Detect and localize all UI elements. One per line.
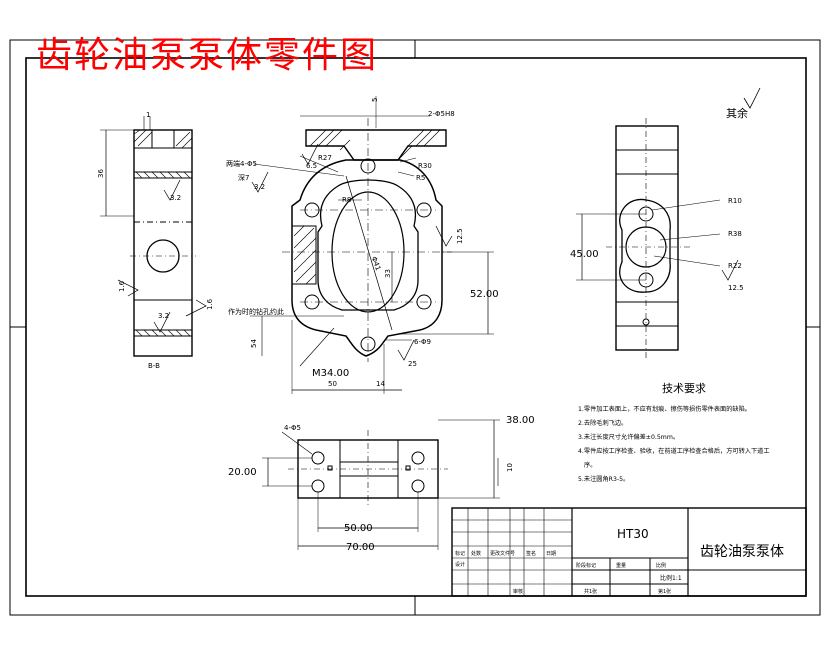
title-block-part-name: 齿轮油泵泵体 bbox=[700, 544, 784, 560]
title-block-cell: 重量 bbox=[616, 562, 626, 569]
front-note-left-1: 两端4-Φ5 bbox=[226, 159, 257, 168]
title-overlay: 齿轮油泵泵体零件图 bbox=[36, 35, 379, 76]
title-block-cell: 共1张 bbox=[584, 588, 597, 595]
front-dim-50: 50 bbox=[328, 380, 337, 388]
bottom-dim-4phi: 4-Φ5 bbox=[284, 424, 301, 432]
right-r10: R10 bbox=[728, 197, 742, 205]
front-dim-top-small: 5 bbox=[371, 98, 379, 102]
title-block-cell: 签名 bbox=[526, 550, 536, 557]
left-dim-height: 36 bbox=[97, 169, 105, 178]
front-phi41: Φ41 bbox=[370, 255, 382, 271]
left-rough-bottom: 3.2 bbox=[158, 312, 169, 320]
roughness-note: 其余 bbox=[726, 106, 748, 120]
right-rough-125: 12.5 bbox=[728, 284, 744, 292]
front-r5: R5 bbox=[416, 174, 425, 182]
front-r8: R8 bbox=[342, 196, 351, 204]
title-block-cell: 更改文件号 bbox=[490, 550, 515, 557]
requirement-item: 3.未注长度尺寸允许偏差±0.5mm。 bbox=[578, 433, 679, 441]
title-block-cell: 日期 bbox=[546, 551, 556, 557]
front-rough-65: 6.5 bbox=[306, 162, 317, 170]
front-r30: R30 bbox=[418, 162, 432, 170]
title-block-cell: 比例 bbox=[656, 562, 666, 569]
front-rough-25: 25 bbox=[408, 360, 417, 368]
left-view-label: B-B bbox=[148, 362, 160, 370]
bottom-dim-70: 70.00 bbox=[346, 542, 375, 553]
requirement-item: 2.去除毛刺飞边。 bbox=[578, 419, 627, 427]
front-dim-top-right: 2-Φ5H8 bbox=[428, 110, 455, 118]
title-block-cell: 处数 bbox=[471, 550, 481, 557]
bottom-dim-38: 38.00 bbox=[506, 415, 535, 426]
title-block bbox=[451, 507, 807, 597]
title-block-cell: 标记 bbox=[455, 550, 465, 557]
inner-frame bbox=[25, 57, 807, 597]
right-dim-45: 45.00 bbox=[570, 249, 599, 260]
front-view bbox=[250, 96, 494, 394]
left-rough-left: 1.6 bbox=[118, 280, 126, 292]
front-note-left-2: 深7 bbox=[238, 173, 249, 182]
requirement-item: 5.未注圆角R3-5。 bbox=[578, 475, 629, 483]
front-dim-14: 14 bbox=[376, 380, 385, 388]
left-dim-top: 1 bbox=[146, 111, 150, 119]
title-block-cell: 审核 bbox=[513, 588, 523, 595]
front-dim-54: 54 bbox=[250, 339, 258, 348]
front-dim-6phi: 6-Φ9 bbox=[414, 338, 431, 346]
left-rough-top: 3.2 bbox=[170, 194, 181, 202]
left-rough-right: 1.6 bbox=[206, 298, 214, 310]
front-dim-52: 52.00 bbox=[470, 289, 499, 300]
title-block-scale: 比例1:1 bbox=[660, 574, 682, 582]
bottom-dim-10: 10 bbox=[506, 463, 514, 472]
title-block-cell: 第1张 bbox=[658, 588, 671, 595]
title-block-cell: 阶段标记 bbox=[576, 562, 596, 569]
requirement-item: 序。 bbox=[584, 461, 596, 469]
requirement-item: 1.零件加工表面上，不应有划痕、擦伤等损伤零件表面的缺陷。 bbox=[578, 405, 751, 413]
bottom-dim-50: 50.00 bbox=[344, 523, 373, 534]
front-rough-32: 3.2 bbox=[254, 183, 265, 191]
front-note-pipe: 作为时的钻孔约此 bbox=[228, 307, 284, 316]
front-dim-33: 33 bbox=[384, 269, 392, 278]
front-rough-125: 12.5 bbox=[456, 228, 464, 244]
bottom-view bbox=[262, 419, 500, 550]
left-view bbox=[100, 116, 207, 357]
bottom-dim-20: 20.00 bbox=[228, 467, 257, 478]
right-r38: R38 bbox=[728, 230, 742, 238]
title-block-material: HT30 bbox=[617, 527, 649, 541]
right-r22: R22 bbox=[728, 262, 742, 270]
title-block-cell: 设计 bbox=[455, 561, 465, 568]
front-m34: M34.00 bbox=[312, 368, 349, 379]
outer-frame bbox=[9, 39, 821, 616]
front-r27: R27 bbox=[318, 154, 332, 162]
right-view bbox=[576, 87, 761, 358]
requirements-title: 技术要求 bbox=[662, 382, 706, 395]
requirement-item: 4.零件应按工序检查、验收，在前道工序检查合格后，方可转入下道工 bbox=[578, 447, 770, 455]
